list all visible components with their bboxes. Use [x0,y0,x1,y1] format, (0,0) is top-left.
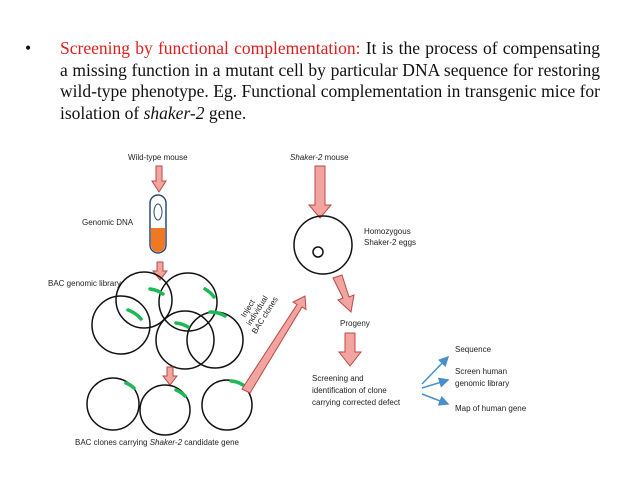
egg-cell [293,215,353,275]
eggs-label: Homozygous Shaker-2 eggs [364,227,416,247]
bac-clones-label: BAC clones carrying Shaker-2 candidate g… [75,438,240,447]
inject-label: Inject individual BAC clones [235,286,280,336]
bac-library-label: BAC genomic library [48,279,121,288]
output-map-gene: Map of human gene [455,404,527,413]
bac-clone-insert-marks [124,379,245,398]
output-sequence: Sequence [455,345,492,354]
arrow-mouse-to-eggs [307,165,333,219]
bullet-marker: • [25,38,32,58]
bullet-body: It is the process of compensating a miss… [60,38,600,123]
bac-clone-circles [86,377,253,436]
gene-name-italic: shaker-2 [143,102,205,123]
wild-type-mouse-label: Wild-type mouse [128,153,188,162]
arrow-eggs-to-progeny [332,274,355,313]
dna-tube-icon [149,194,167,254]
inject-arrow [241,295,307,394]
genomic-dna-label: Genomic DNA [82,218,134,227]
bac-insert-marks [126,287,227,329]
bullet-point: • Screening by functional complementatio… [25,38,600,124]
output-arrows [421,355,450,406]
shaker-mouse-label: Shaker-2 mouse [290,153,349,162]
arrow-progeny-to-screening [337,332,363,367]
progeny-label: Progeny [340,319,370,328]
bullet-heading: Screening by functional complementation: [60,38,361,58]
bullet-text: Screening by functional complementation:… [26,38,600,124]
arrow-mouse-to-dna [151,165,167,193]
bullet-body-end: gene. [204,102,247,123]
screening-label: Screening and identification of clone ca… [312,374,401,407]
output-screen-human: Screen human genomic library [455,367,509,388]
arrow-library-to-clones [161,366,179,386]
